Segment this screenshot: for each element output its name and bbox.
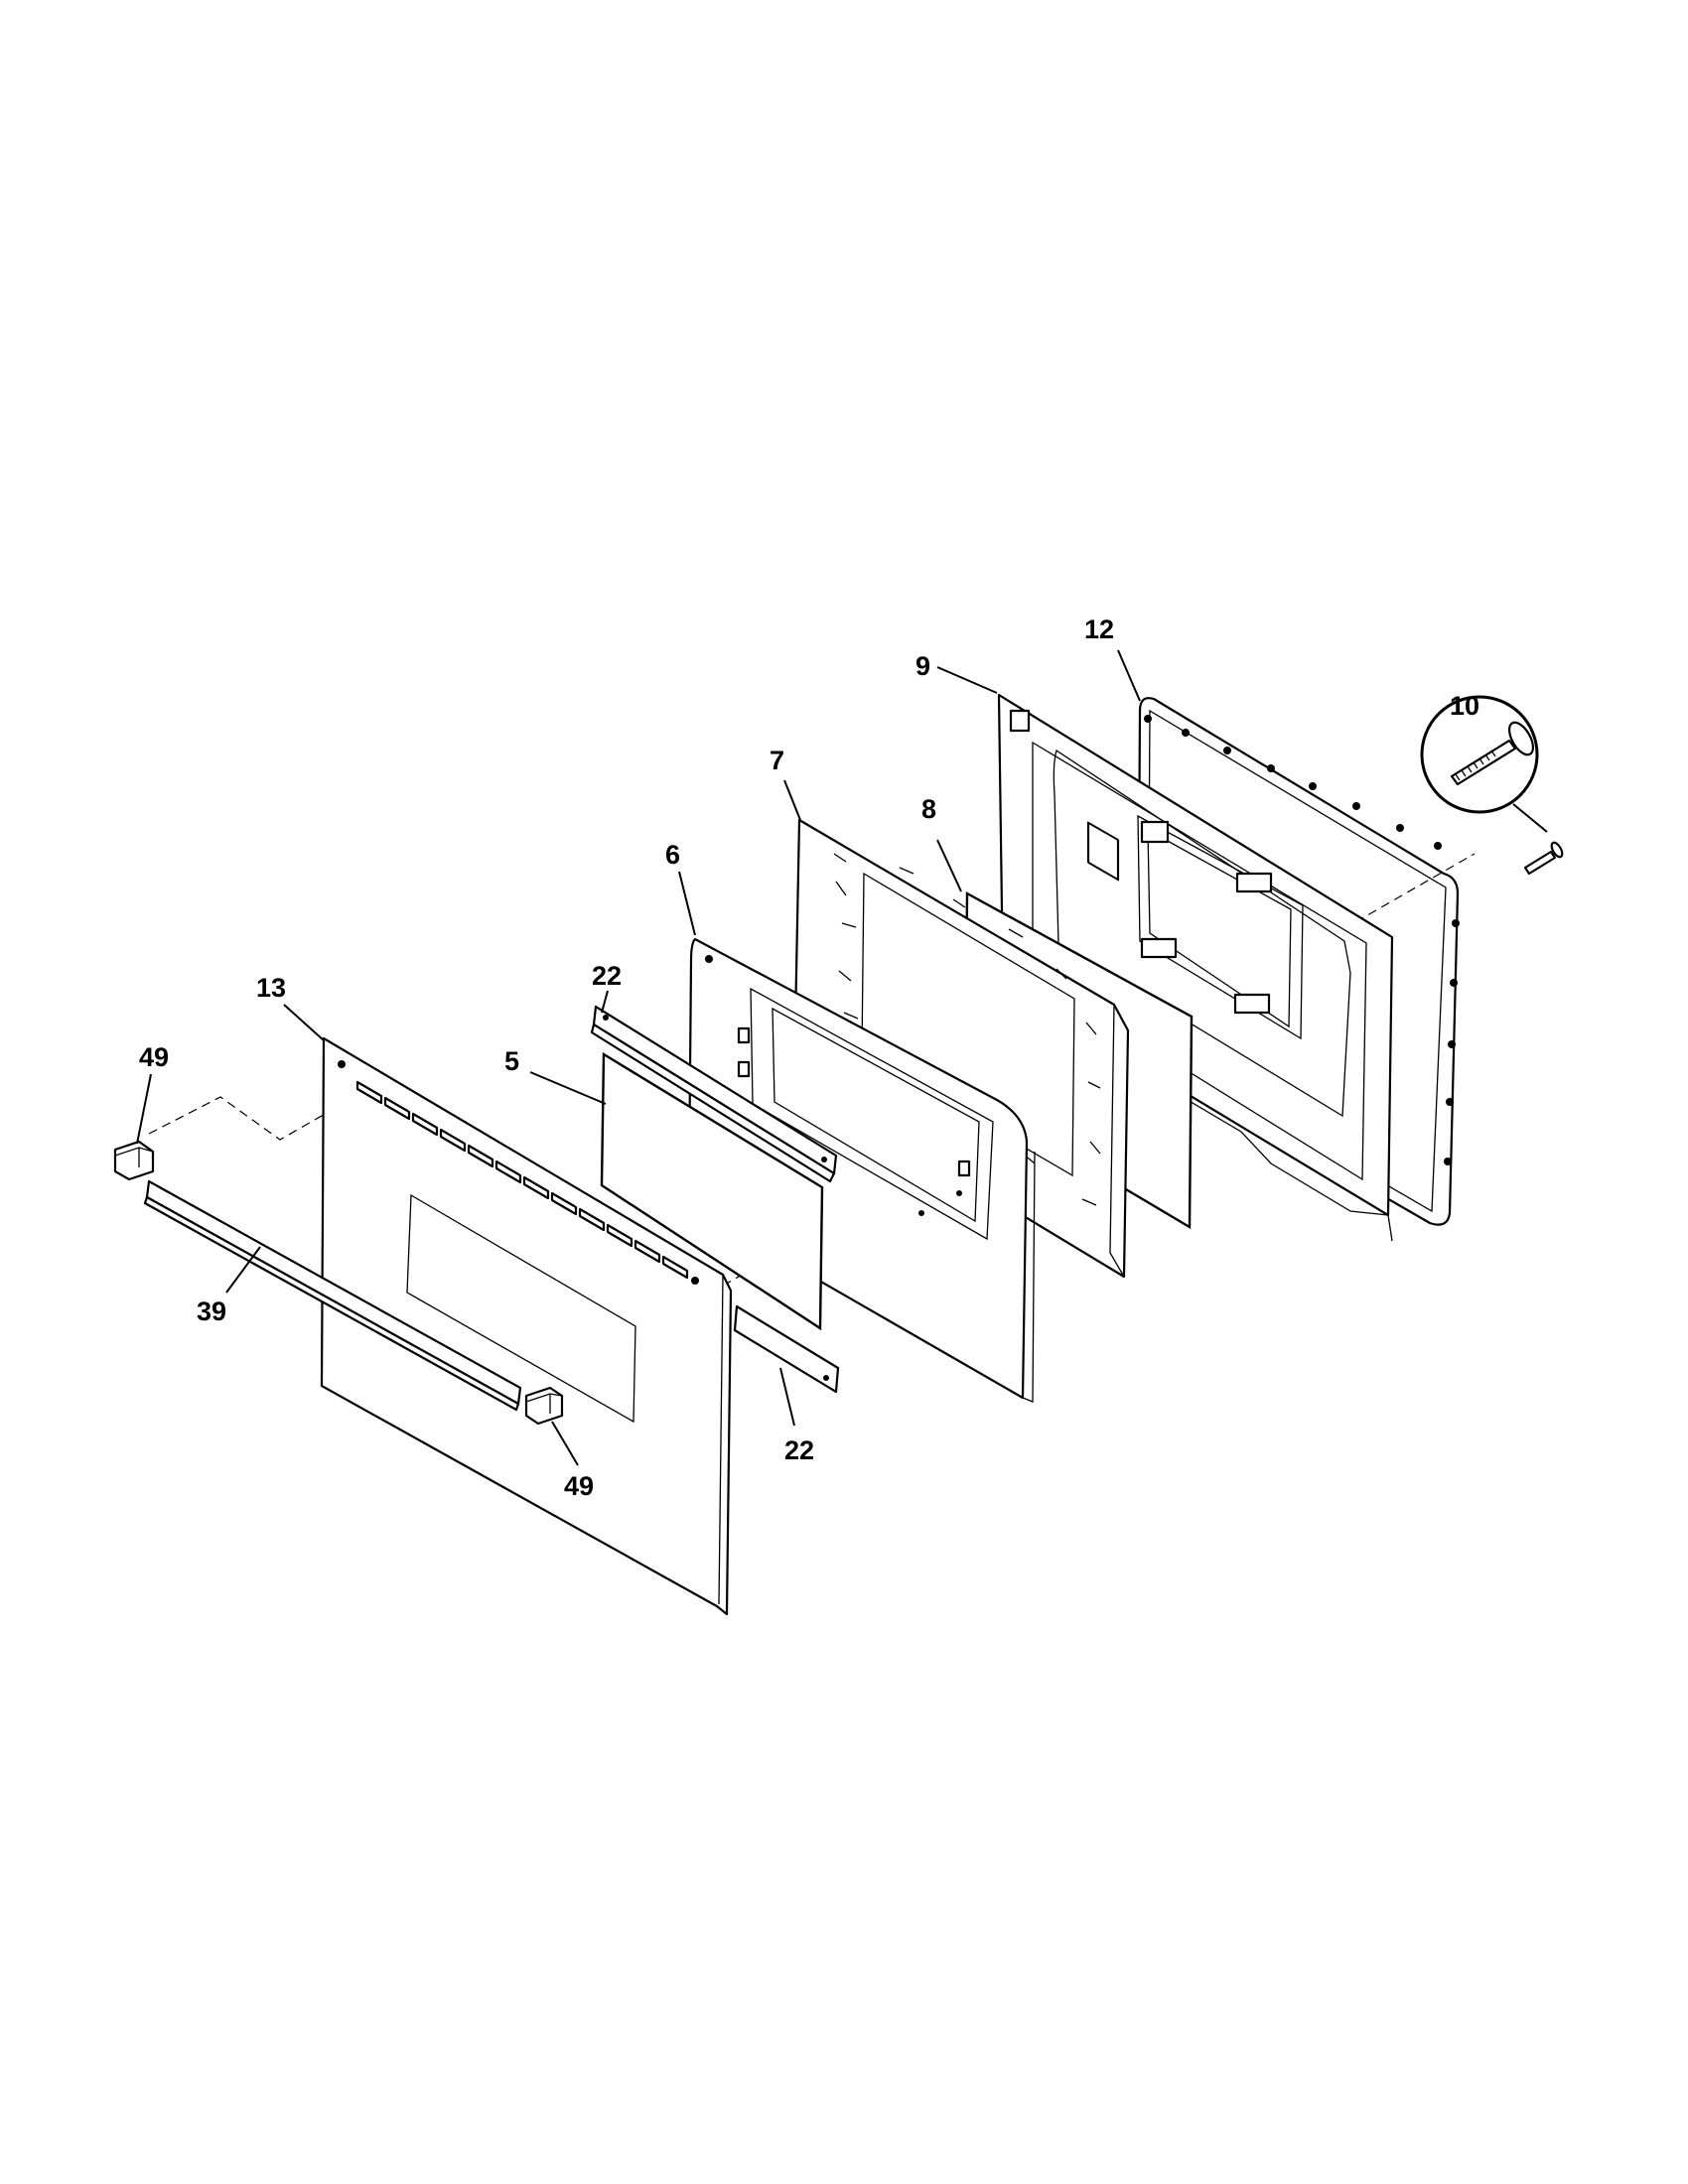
- leader-49-top: [136, 1073, 152, 1145]
- screw-detail-part-10: [1420, 695, 1564, 876]
- left-end-cap-line: [148, 1096, 344, 1141]
- inner-door-liner-part-9: [997, 693, 1394, 1242]
- callout-6: 6: [665, 840, 680, 870]
- leader-7: [783, 779, 801, 821]
- callout-9: 9: [915, 651, 930, 681]
- leader-12: [1117, 649, 1141, 702]
- end-cap-part-49-right: [524, 1386, 564, 1426]
- leader-39: [225, 1246, 261, 1294]
- leader-13: [283, 1004, 325, 1041]
- leader-8: [936, 839, 962, 892]
- callout-10: 10: [1450, 691, 1479, 721]
- callout-7: 7: [770, 746, 784, 775]
- callout-5: 5: [504, 1046, 519, 1076]
- leader-9: [936, 666, 998, 694]
- callout-labels: 12 9 10 7 8 6 22 13 49 5 39 49 22: [139, 614, 1479, 1501]
- callout-39: 39: [197, 1297, 226, 1326]
- leader-49-bottom: [551, 1421, 579, 1466]
- end-cap-part-49-left: [113, 1140, 155, 1181]
- callout-49-bottom: 49: [564, 1471, 594, 1501]
- callout-22-top: 22: [592, 961, 622, 991]
- vent-slots: [355, 1080, 689, 1280]
- callout-22-bottom: 22: [784, 1435, 814, 1465]
- bottom-trim-part-39: [143, 1179, 522, 1412]
- callout-49-top: 49: [139, 1042, 169, 1072]
- leader-5: [529, 1071, 607, 1105]
- callout-12: 12: [1084, 614, 1114, 644]
- leader-22-bottom: [779, 1367, 795, 1427]
- leader-22-top: [601, 990, 609, 1014]
- window-glass-part-5: [600, 1051, 824, 1331]
- hinge-channel-part-22-top: [590, 1005, 838, 1183]
- leader-6: [678, 871, 696, 936]
- outer-door-panel-part-13: [320, 1036, 733, 1616]
- leader-lines: [136, 649, 1141, 1466]
- callout-8: 8: [921, 794, 936, 824]
- hinge-channel-part-22-bottom: [733, 1304, 840, 1394]
- callout-13: 13: [256, 973, 286, 1003]
